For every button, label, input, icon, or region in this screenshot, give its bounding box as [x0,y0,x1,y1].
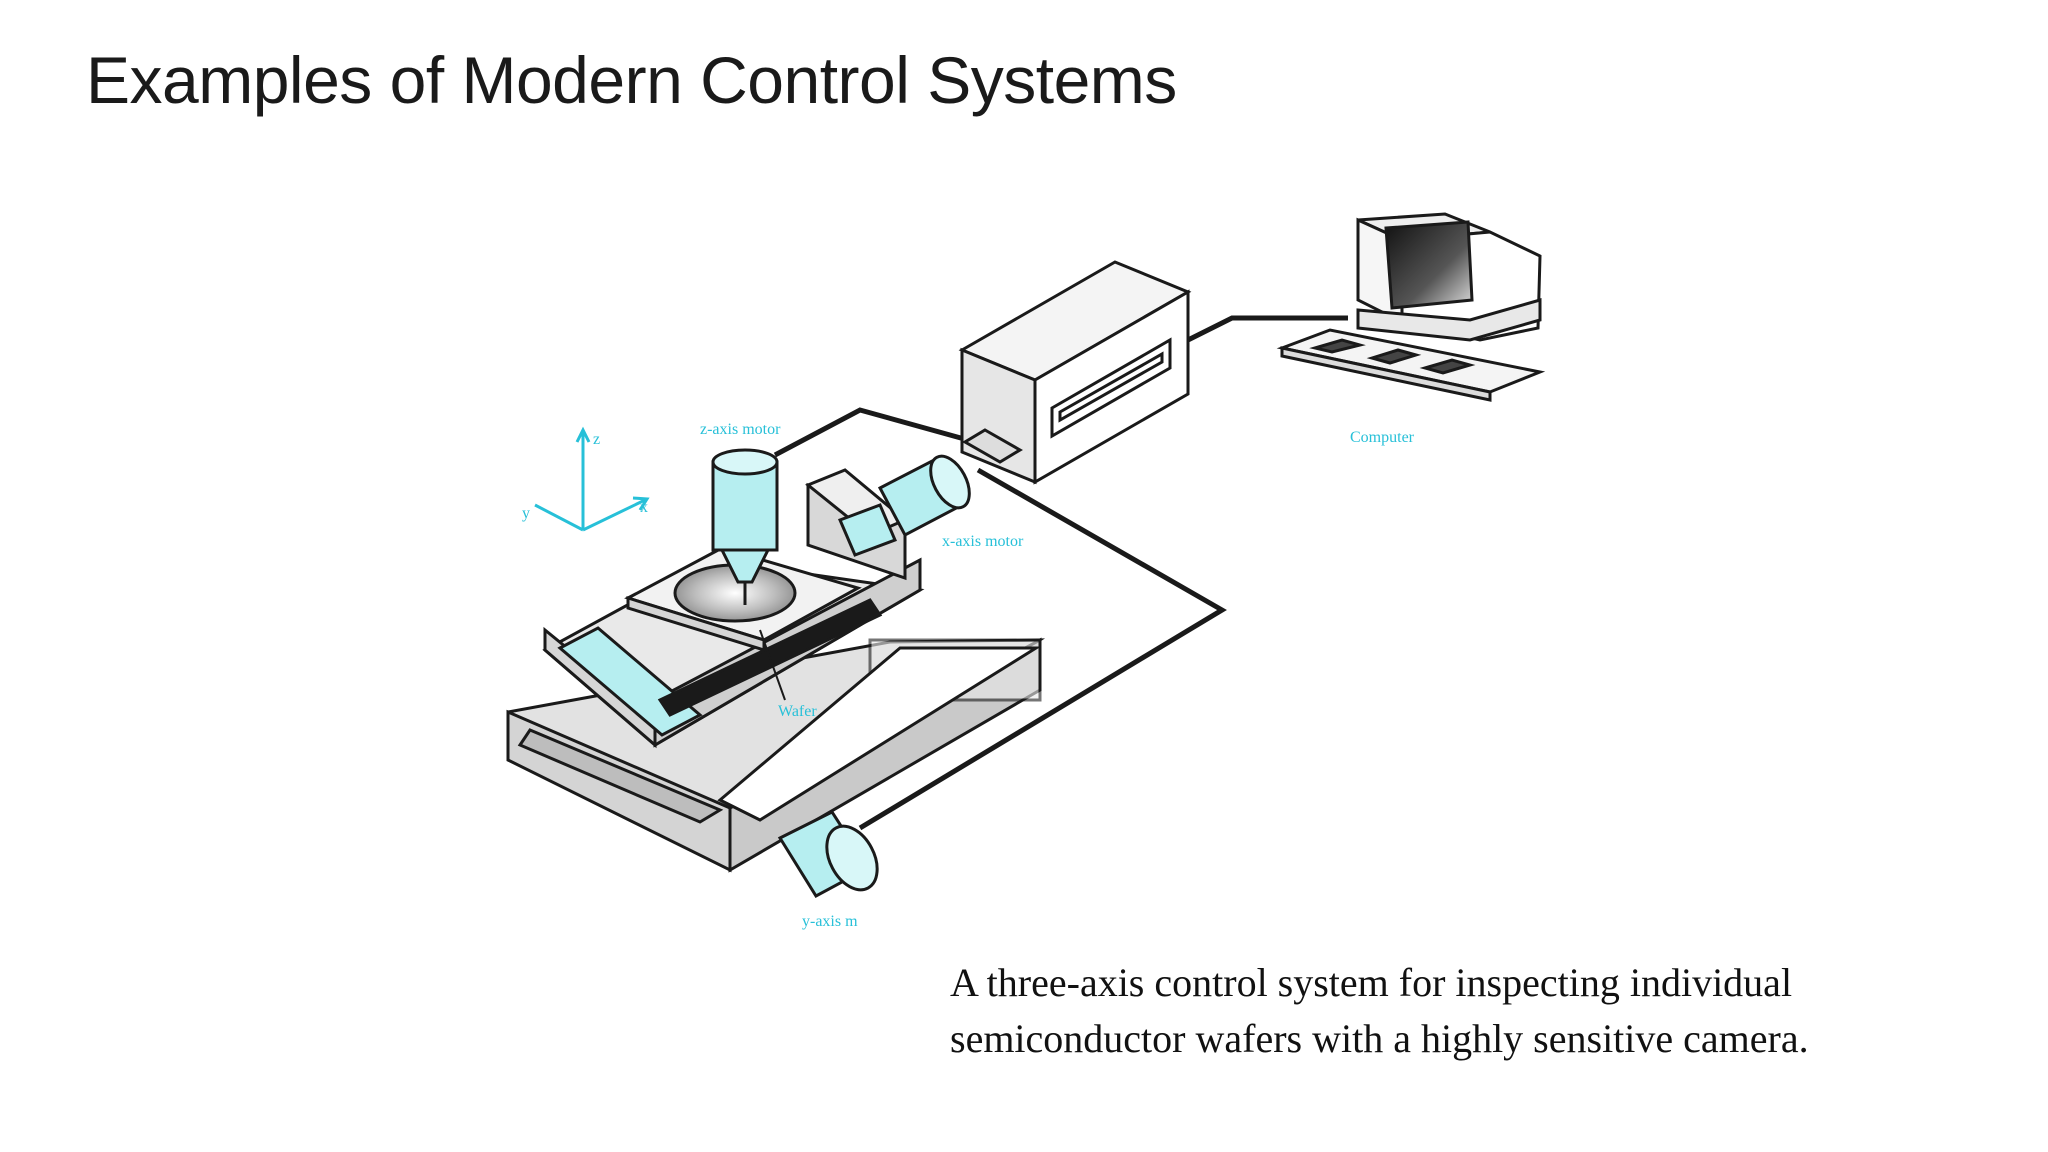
label-computer: Computer [1350,429,1415,446]
label-x-axis-motor: x-axis motor [942,533,1024,550]
controller-box [958,260,1192,485]
wafer-stage [624,546,862,653]
cables [773,315,1348,831]
cable-z-motor [773,407,969,458]
cable-computer [1186,315,1348,343]
axes-indicator [534,426,650,532]
computer [1276,212,1546,402]
label-axis-z: z [593,431,600,448]
label-z-axis-motor: z-axis motor [700,421,781,438]
y-axis-motor [777,810,879,898]
label-axis-x: x [640,499,648,516]
cable-y-motor [858,467,1227,831]
caption-line-1: A three-axis control system for inspecti… [950,960,1793,1005]
wafer-pointer [759,629,786,701]
label-y-axis-motor: y-axis m [802,913,858,930]
caption-line-2: semiconductor wafers with a highly sensi… [950,1016,1809,1061]
label-wafer: Wafer [778,703,817,720]
figure-caption: A three-axis control system for inspecti… [950,955,1809,1067]
z-axis-motor [711,448,779,605]
slide-title: Examples of Modern Control Systems [86,43,1177,117]
x-axis-motor [877,454,971,538]
label-axis-y: y [522,505,530,522]
